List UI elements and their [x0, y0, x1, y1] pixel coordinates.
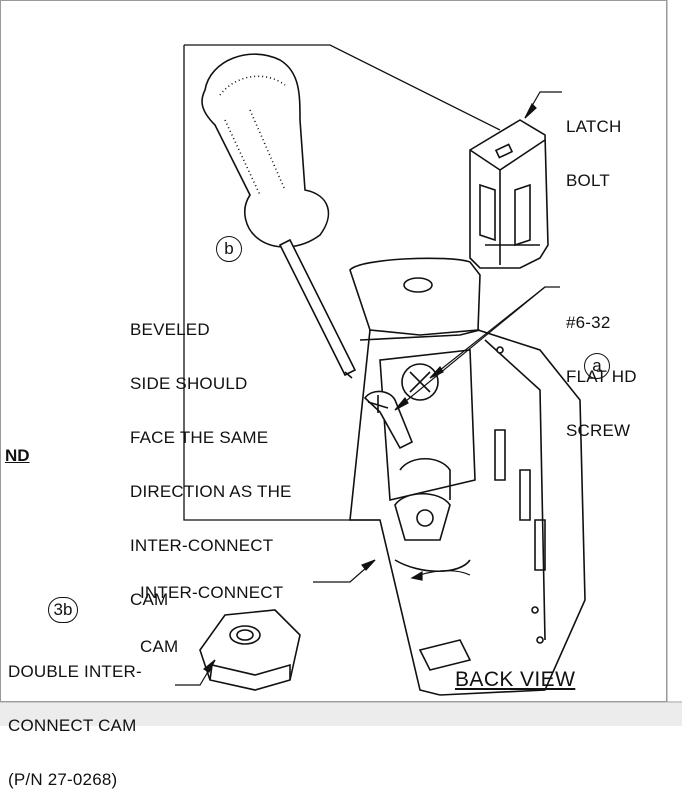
back-view-title: BACK VIEW: [455, 668, 576, 691]
beveled-line-5: INTER-CONNECT: [130, 536, 274, 555]
double-cam-label: DOUBLE INTER- CONNECT CAM (P/N 27-0268): [8, 627, 142, 807]
beveled-line-6: CAM: [130, 590, 169, 609]
bracket-line: [183, 45, 380, 521]
screwdriver: [201, 53, 357, 379]
latch-bolt: [469, 119, 549, 269]
interconnect-cam-line-1: INTER-CONNECT: [140, 583, 284, 602]
beveled-line-4: DIRECTION AS THE: [130, 482, 292, 501]
double-cam-line-2: CONNECT CAM: [8, 716, 137, 735]
latch-bolt-label: LATCH BOLT: [566, 82, 621, 208]
callout-b: b: [216, 236, 242, 262]
cut-edge-text: ND: [5, 446, 30, 465]
latch-bolt-line-2: BOLT: [566, 171, 610, 190]
diagram-frame: LATCH BOLT #6-32 FLAT HD SCREW a b 3b BE…: [0, 0, 682, 789]
beveled-line-3: FACE THE SAME: [130, 428, 269, 447]
beveled-line-1: BEVELED: [130, 320, 210, 339]
callout-3b: 3b: [48, 597, 78, 623]
double-cam-line-3: (P/N 27-0268): [8, 770, 118, 789]
screw-line-1: #6-32: [566, 313, 611, 332]
beveled-line-2: SIDE SHOULD: [130, 374, 248, 393]
latch-bolt-line-1: LATCH: [566, 117, 622, 136]
callout-a: a: [584, 353, 610, 379]
screw-line-3: SCREW: [566, 421, 631, 440]
double-cam-part: [199, 609, 301, 691]
interconnect-cam-label: INTER-CONNECT CAM: [140, 548, 283, 674]
drawing: [0, 0, 682, 726]
interconnect-cam-line-2: CAM: [140, 637, 179, 656]
lock-body: [349, 257, 586, 696]
leaders: [175, 91, 562, 686]
page-footer-band: [0, 703, 682, 726]
beveled-note: BEVELED SIDE SHOULD FACE THE SAME DIRECT…: [130, 285, 292, 627]
double-cam-line-1: DOUBLE INTER-: [8, 662, 142, 681]
bracket-top-line: [184, 44, 501, 131]
